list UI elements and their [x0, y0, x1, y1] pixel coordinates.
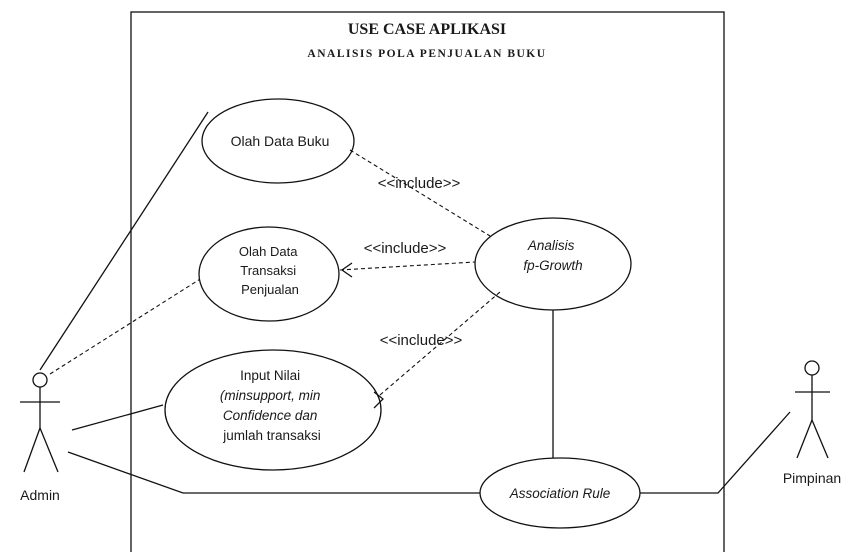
association-rule-label: Association Rule	[509, 486, 611, 501]
svg-text:Olah Data Transaksi: Olah Data Transaksi Penjualan	[239, 244, 301, 297]
olah-data-buku-label: Olah Data Buku	[231, 133, 330, 149]
admin-actor[interactable]: Admin	[20, 372, 60, 503]
include-middle-line	[339, 261, 476, 271]
usecase-analisis-fp-growth[interactable]: Analisis fp-Growth	[474, 217, 632, 311]
fp-growth-line-1: Analisis	[527, 238, 575, 253]
admin-head	[32, 372, 48, 388]
input-nilai-line-3: Confidence dan	[223, 408, 318, 423]
usecase-olah-data-transaksi[interactable]: Olah Data Transaksi Penjualan	[198, 226, 340, 322]
include-bottom-line	[379, 291, 501, 396]
olah-transaksi-line-3: Penjualan	[241, 282, 299, 297]
diagram-subtitle: ANALISIS POLA PENJUALAN BUKU	[307, 48, 546, 60]
include-label-top: <<include>>	[378, 175, 461, 192]
fp-growth-line-2: fp-Growth	[523, 258, 582, 273]
pimpinan-association-rule-assoc	[640, 411, 791, 494]
admin-label: Admin	[20, 487, 60, 503]
svg-text:Input Nilai (minsupport,: Input Nilai (minsupport, min Confidence …	[220, 368, 324, 443]
olah-transaksi-line-2: Transaksi	[240, 263, 296, 278]
pimpinan-head	[804, 360, 820, 376]
system-boundary	[130, 11, 725, 552]
admin-input-nilai-assoc	[71, 404, 164, 431]
include-middle-arrowhead	[340, 262, 353, 278]
include-top-line	[349, 149, 491, 237]
input-nilai-line-1: Input Nilai	[240, 368, 300, 383]
usecase-association-rule[interactable]: Association Rule	[479, 457, 641, 529]
olah-transaksi-line-1: Olah Data	[239, 244, 298, 259]
admin-olah-buku-assoc	[39, 111, 209, 371]
admin-olah-transaksi-assoc	[49, 275, 206, 375]
include-label-middle: <<include>>	[364, 240, 447, 257]
input-nilai-line-2: (minsupport, min	[220, 388, 321, 403]
svg-text:Analisis fp-Growth: Analisis fp-Growth	[523, 238, 582, 273]
pimpinan-actor[interactable]: Pimpinan	[783, 360, 841, 486]
input-nilai-line-4: jumlah transaksi	[222, 428, 321, 443]
include-label-bottom: <<include>>	[380, 332, 463, 349]
usecase-input-nilai[interactable]: Input Nilai (minsupport, min Confidence …	[164, 349, 382, 471]
include-bottom-arrowhead	[373, 391, 384, 409]
admin-association-rule-assoc	[67, 451, 480, 494]
usecase-olah-data-buku[interactable]: Olah Data Buku	[201, 98, 355, 184]
diagram-title: USE CASE APLIKASI	[348, 21, 506, 38]
pimpinan-label: Pimpinan	[783, 470, 841, 486]
